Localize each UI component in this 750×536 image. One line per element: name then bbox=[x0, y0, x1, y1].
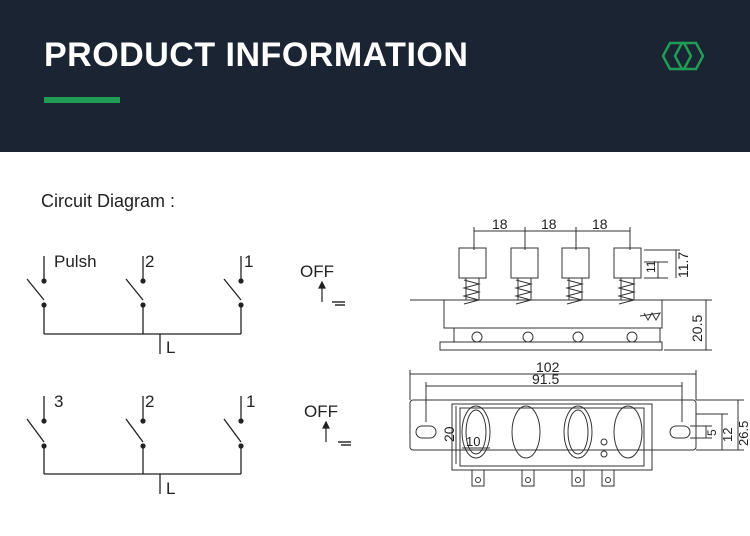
symbol-mark bbox=[332, 301, 345, 306]
page-title: PRODUCT INFORMATION bbox=[44, 36, 469, 74]
switch-label-3: 3 bbox=[54, 392, 63, 411]
circuit-diagram-label: Circuit Diagram : bbox=[41, 191, 176, 211]
switch-label-2-top: 2 bbox=[145, 252, 154, 271]
arrow-up-icon bbox=[322, 420, 330, 442]
header-banner: PRODUCT INFORMATION bbox=[0, 0, 750, 152]
symbol-mark bbox=[338, 441, 351, 446]
dim-hole-span: 12 bbox=[720, 428, 735, 442]
hexagon-logo-icon bbox=[661, 41, 705, 71]
dim-body-height: 20.5 bbox=[689, 315, 705, 342]
switch-label-1-top: 1 bbox=[244, 252, 253, 271]
switch-label-pulsh: Pulsh bbox=[54, 252, 97, 271]
side-view bbox=[410, 227, 712, 351]
circuit-bottom-contacts bbox=[41, 418, 244, 449]
circuit-top bbox=[26, 256, 242, 354]
technical-drawing: 18 18 18 11 11.7 20.5 bbox=[409, 216, 750, 487]
dim-slot-width: 5 bbox=[705, 429, 719, 436]
dim-pitch-1: 18 bbox=[492, 216, 508, 232]
dim-cap-height: 11.7 bbox=[675, 252, 691, 278]
dim-button-height: 11 bbox=[644, 260, 658, 273]
circuit-top-contacts bbox=[41, 278, 244, 308]
switch-label-1-bottom: 1 bbox=[246, 392, 255, 411]
circuit-bottom bbox=[26, 396, 242, 494]
dim-hole-spacing: 91.5 bbox=[532, 371, 559, 387]
circuit-diagrams: Pulsh 2 1 L OFF 3 2 1 L OFF bbox=[26, 252, 351, 498]
dim-overall-width: 26.5 bbox=[736, 421, 750, 446]
top-view bbox=[409, 370, 744, 487]
dim-pitch-3: 18 bbox=[592, 216, 608, 232]
switch-label-2-bottom: 2 bbox=[145, 392, 154, 411]
title-underline bbox=[44, 97, 120, 103]
dim-window-width: 10 bbox=[466, 434, 480, 449]
dim-overall-length: 102 bbox=[536, 359, 560, 375]
arrow-up-icon bbox=[318, 280, 326, 302]
off-label-bottom: OFF bbox=[304, 402, 338, 421]
common-label-top: L bbox=[166, 338, 175, 357]
common-label-bottom: L bbox=[166, 479, 175, 498]
dim-pitch-2: 18 bbox=[541, 216, 557, 232]
dim-window-height: 20 bbox=[441, 426, 457, 442]
off-label-top: OFF bbox=[300, 262, 334, 281]
